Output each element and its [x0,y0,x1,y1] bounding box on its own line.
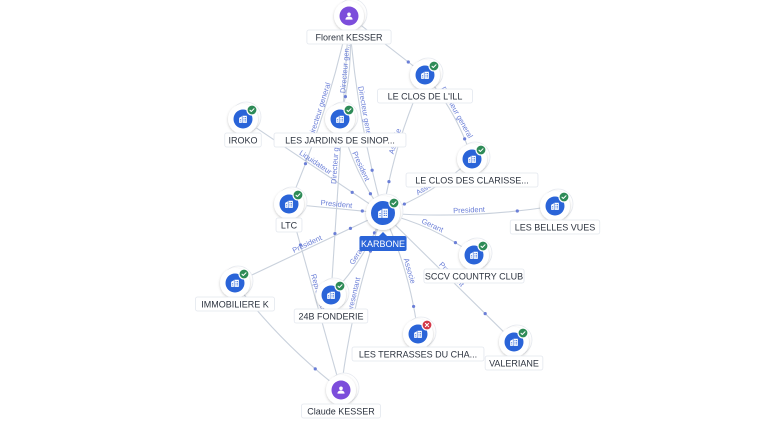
center-node-karbone[interactable]: KARBONE [359,193,407,251]
node-label-bg [405,172,539,188]
edge-arrow-icon [313,367,317,371]
node-label: LES BELLES VUES [515,223,596,233]
active-status-icon [558,191,570,203]
edge-line [340,212,384,391]
node-florent[interactable]: Florent KESSER [306,0,392,45]
active-status-icon [238,268,250,280]
node-label-bg [273,132,407,148]
node-label: LTC [281,221,298,231]
node-label-bg [423,268,525,284]
node-label: SCCV COUNTRY CLUB [425,272,523,282]
node-fonderie[interactable]: 24B FONDERIE [293,277,369,324]
edge-iroko-karbone [242,118,384,214]
edge-arrow-icon [360,209,364,213]
center-label-bg [359,236,407,251]
node-terrasses[interactable]: LES TERRASSES DU CHA... [351,316,485,362]
edge-arrow-icon [387,180,391,184]
edge-arrow-icon [463,137,467,141]
edge-arrow-icon [453,241,458,245]
node-ltc[interactable]: LTC [274,186,308,233]
node-label-bg [484,355,544,371]
node-label: LES TERRASSES DU CHA... [359,350,477,360]
edge-label: Liquidateur [298,148,334,176]
node-label-bg [224,132,262,148]
node-label: LES JARDINS DE SINOP... [285,136,395,146]
edge-arrow-icon [333,232,337,236]
node-claude[interactable]: Claude KESSER [301,372,381,419]
node-label-bg [306,29,392,45]
node-belles[interactable]: LES BELLES VUES [509,188,601,235]
node-label: Florent KESSER [315,33,383,43]
node-label: IMMOBILIERE K [201,300,269,310]
edge-arrow-icon [368,192,373,196]
edge-arrow-icon [303,162,308,166]
node-label-bg [351,346,485,362]
node-label: Claude KESSER [307,407,375,417]
edge-arrow-icon [343,95,347,99]
node-iroko[interactable]: IROKO [224,101,262,148]
edge-arrow-icon [515,209,519,213]
edge-arrow-icon [372,231,377,235]
edge-line [330,15,350,296]
node-immo[interactable]: IMMOBILIERE K [195,265,275,312]
node-jardins[interactable]: LES JARDINS DE SINOP... [273,101,407,148]
node-label: IROKO [228,136,257,146]
edge-arrow-icon [483,312,487,316]
active-status-icon [292,189,304,201]
active-status-icon [343,104,355,116]
node-label: VALERIANE [489,359,539,369]
edge-label: Associe [402,257,418,285]
center-label-pointer [379,232,387,236]
nodes-layer: Florent KESSER LE CLOS DE L'ILL IROKO LES J… [195,0,601,419]
edge-line [242,118,384,214]
node-label: LE CLOS DES CLARISSE... [415,176,529,186]
active-status-icon [517,327,529,339]
edge-arrow-icon [350,190,354,194]
node-label: 24B FONDERIE [298,312,363,322]
edge-label: President [320,198,353,210]
edge-karbone-belles [382,205,556,216]
node-clos-lill[interactable]: LE CLOS DE L'ILL [377,57,473,104]
center-label: KARBONE [361,239,405,249]
active-status-icon [246,104,258,116]
node-label-bg [301,403,381,419]
active-status-icon [477,240,489,252]
node-label-bg [275,217,303,233]
node-valeriane[interactable]: VALERIANE [484,324,544,371]
active-status-icon [428,60,440,72]
active-status-icon [334,280,346,292]
edge-arrow-icon [406,60,410,64]
edge-line [382,205,556,216]
edge-arrow-icon [348,226,353,230]
active-status-icon [388,197,400,209]
edge-label: President [453,205,486,215]
active-status-icon [475,144,487,156]
edge-label: Gerant [420,216,445,234]
node-label-bg [195,296,275,312]
node-sccv[interactable]: SCCV COUNTRY CLUB [423,237,525,284]
node-label-bg [293,308,369,324]
edge-label: Directeur gen... [338,42,351,94]
edge-arrow-icon [402,202,406,206]
node-label: LE CLOS DE L'ILL [388,92,463,102]
node-label-bg [509,219,601,235]
edge-florent-fonderie [330,15,350,296]
edge-arrow-icon [298,243,303,247]
edge-arrow-icon [370,168,374,172]
node-clarisse[interactable]: LE CLOS DES CLARISSE... [405,141,539,188]
edge-arrow-icon [411,304,416,309]
node-label-bg [377,88,473,104]
